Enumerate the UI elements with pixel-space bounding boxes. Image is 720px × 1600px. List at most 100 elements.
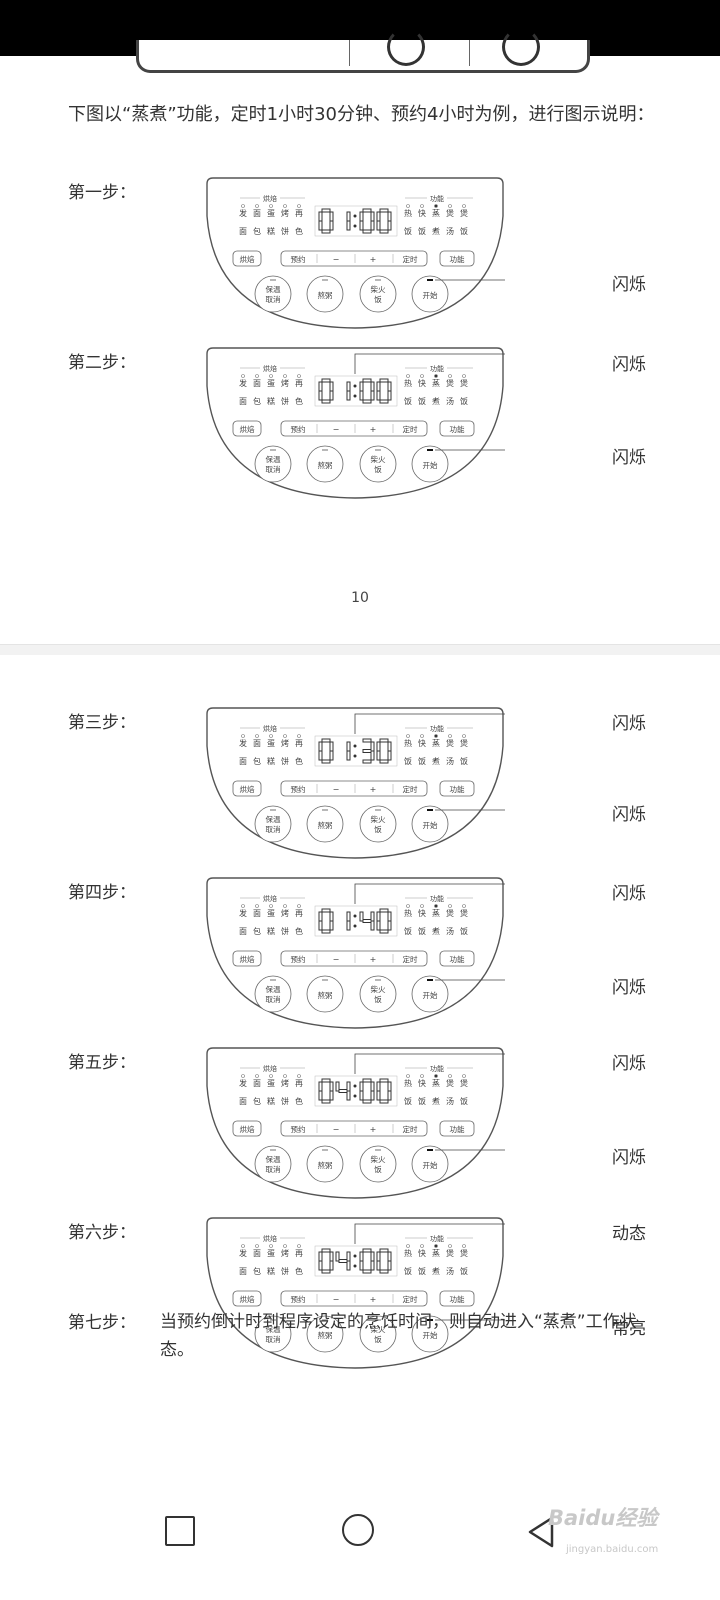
button-label: 柴火 <box>371 454 386 464</box>
lcd-segment <box>359 1081 364 1092</box>
group-label: 功能 <box>430 724 444 733</box>
mode-label: 面 <box>239 397 247 406</box>
lcd-colon <box>353 754 357 758</box>
lcd-colon <box>353 914 357 918</box>
mode-label: 煮 <box>432 926 440 936</box>
lcd-frame <box>314 735 398 767</box>
lcd-segment <box>338 1089 348 1093</box>
lcd-segment <box>376 1081 381 1092</box>
indicator-led <box>406 1244 410 1248</box>
mode-label: 煲 <box>446 1248 454 1258</box>
round-button <box>254 805 292 843</box>
mode-label: 再 <box>295 1249 303 1258</box>
callout-label: 闪烁 <box>612 978 646 998</box>
divider <box>349 40 350 66</box>
function-button <box>439 420 475 437</box>
button-label: 取消 <box>266 824 281 834</box>
indicator-led <box>269 904 273 908</box>
lcd-segment <box>329 750 334 761</box>
mode-label: 糕 <box>267 226 275 236</box>
round-button <box>359 1315 397 1353</box>
lcd-segment <box>362 378 372 383</box>
lcd-segment <box>318 1251 323 1262</box>
mode-label: 色 <box>295 1266 303 1276</box>
lcd-segment <box>362 749 372 753</box>
mode-label: 饭 <box>418 1266 426 1276</box>
indicator-led <box>255 904 259 908</box>
button-label: 烘焙 <box>240 1294 255 1304</box>
lcd-segment <box>387 750 392 761</box>
lcd-segment <box>346 1090 351 1101</box>
group-label: 烘焙 <box>263 1064 277 1073</box>
control-panel: 烘焙功能发面蛋烤再面包糕饼色热快蒸煲煲饭饭煮汤饭烘焙预约−+定时功能保温取消熬粥… <box>205 176 505 331</box>
lcd-segment <box>359 220 364 231</box>
lcd-colon <box>353 1094 357 1098</box>
page-separator <box>0 644 720 655</box>
intro-text: 下图以“蒸煮”功能，定时1小时30分钟、预约4小时为例，进行图示说明： <box>68 104 655 125</box>
lcd-segment <box>329 211 334 222</box>
lcd-segment <box>329 220 334 231</box>
lcd-segment <box>359 211 364 222</box>
button-label: 饭 <box>374 994 382 1004</box>
button-label: 开始 <box>423 990 438 1000</box>
indicator-led <box>297 734 301 738</box>
lcd-segment <box>321 1078 331 1083</box>
mode-label: 色 <box>295 226 303 236</box>
lcd-segment <box>379 399 389 404</box>
button-label: 预约 <box>291 1294 306 1304</box>
lcd-segment <box>370 1081 375 1092</box>
button-outline <box>387 28 425 66</box>
page-number: 10 <box>351 590 369 606</box>
round-button <box>254 445 292 483</box>
round-button <box>411 1315 449 1353</box>
lcd-display <box>314 905 398 937</box>
indicator-led <box>420 904 424 908</box>
home-icon[interactable] <box>342 1514 374 1546</box>
mode-label: 饭 <box>404 756 412 766</box>
button-label: 功能 <box>450 424 465 434</box>
lcd-segment <box>370 1251 375 1262</box>
lcd-segment <box>362 738 372 743</box>
mode-label: 饭 <box>404 1096 412 1106</box>
round-button <box>359 975 397 1013</box>
mode-label: 面 <box>239 1097 247 1106</box>
mode-label: 饼 <box>281 226 289 236</box>
group-label: 烘焙 <box>263 894 277 903</box>
mode-label: 饭 <box>418 756 426 766</box>
button-label: 柴火 <box>371 1324 386 1334</box>
indicator-led <box>297 904 301 908</box>
step-label: 第五步： <box>68 1053 136 1073</box>
lcd-segment <box>370 211 375 222</box>
mode-label: 煲 <box>460 1078 468 1088</box>
indicator-led <box>297 1244 301 1248</box>
mode-label: 蒸 <box>432 1248 440 1258</box>
recent-apps-icon[interactable] <box>165 1516 195 1546</box>
lcd-segment <box>379 759 389 764</box>
mode-label: 汤 <box>446 227 454 236</box>
button-label: 饭 <box>374 1334 382 1344</box>
button-label: 开始 <box>423 460 438 470</box>
lcd-segment <box>321 1099 331 1104</box>
button-label: 柴火 <box>371 814 386 824</box>
lcd-display <box>314 375 398 407</box>
group-label: 烘焙 <box>263 724 277 733</box>
button-label: 柴火 <box>371 984 386 994</box>
button-label: 开始 <box>423 1330 438 1340</box>
mode-label: 蛋 <box>267 209 275 218</box>
mode-label: 面 <box>253 739 261 748</box>
lcd-segment <box>321 929 331 934</box>
mode-label: 快 <box>418 1248 426 1258</box>
indicator-led <box>420 734 424 738</box>
lcd-segment <box>338 1259 348 1263</box>
back-icon[interactable] <box>524 1512 564 1552</box>
lcd-segment <box>318 920 323 931</box>
mode-label: 蛋 <box>267 1079 275 1088</box>
mode-label: 烤 <box>281 1248 289 1258</box>
mode-label: 发 <box>239 1248 247 1258</box>
indicator-led <box>297 204 301 208</box>
group-label: 功能 <box>430 1064 444 1073</box>
function-button <box>439 1120 475 1137</box>
round-button <box>411 1145 449 1183</box>
lcd-segment <box>362 759 372 764</box>
callout-line <box>354 713 505 734</box>
